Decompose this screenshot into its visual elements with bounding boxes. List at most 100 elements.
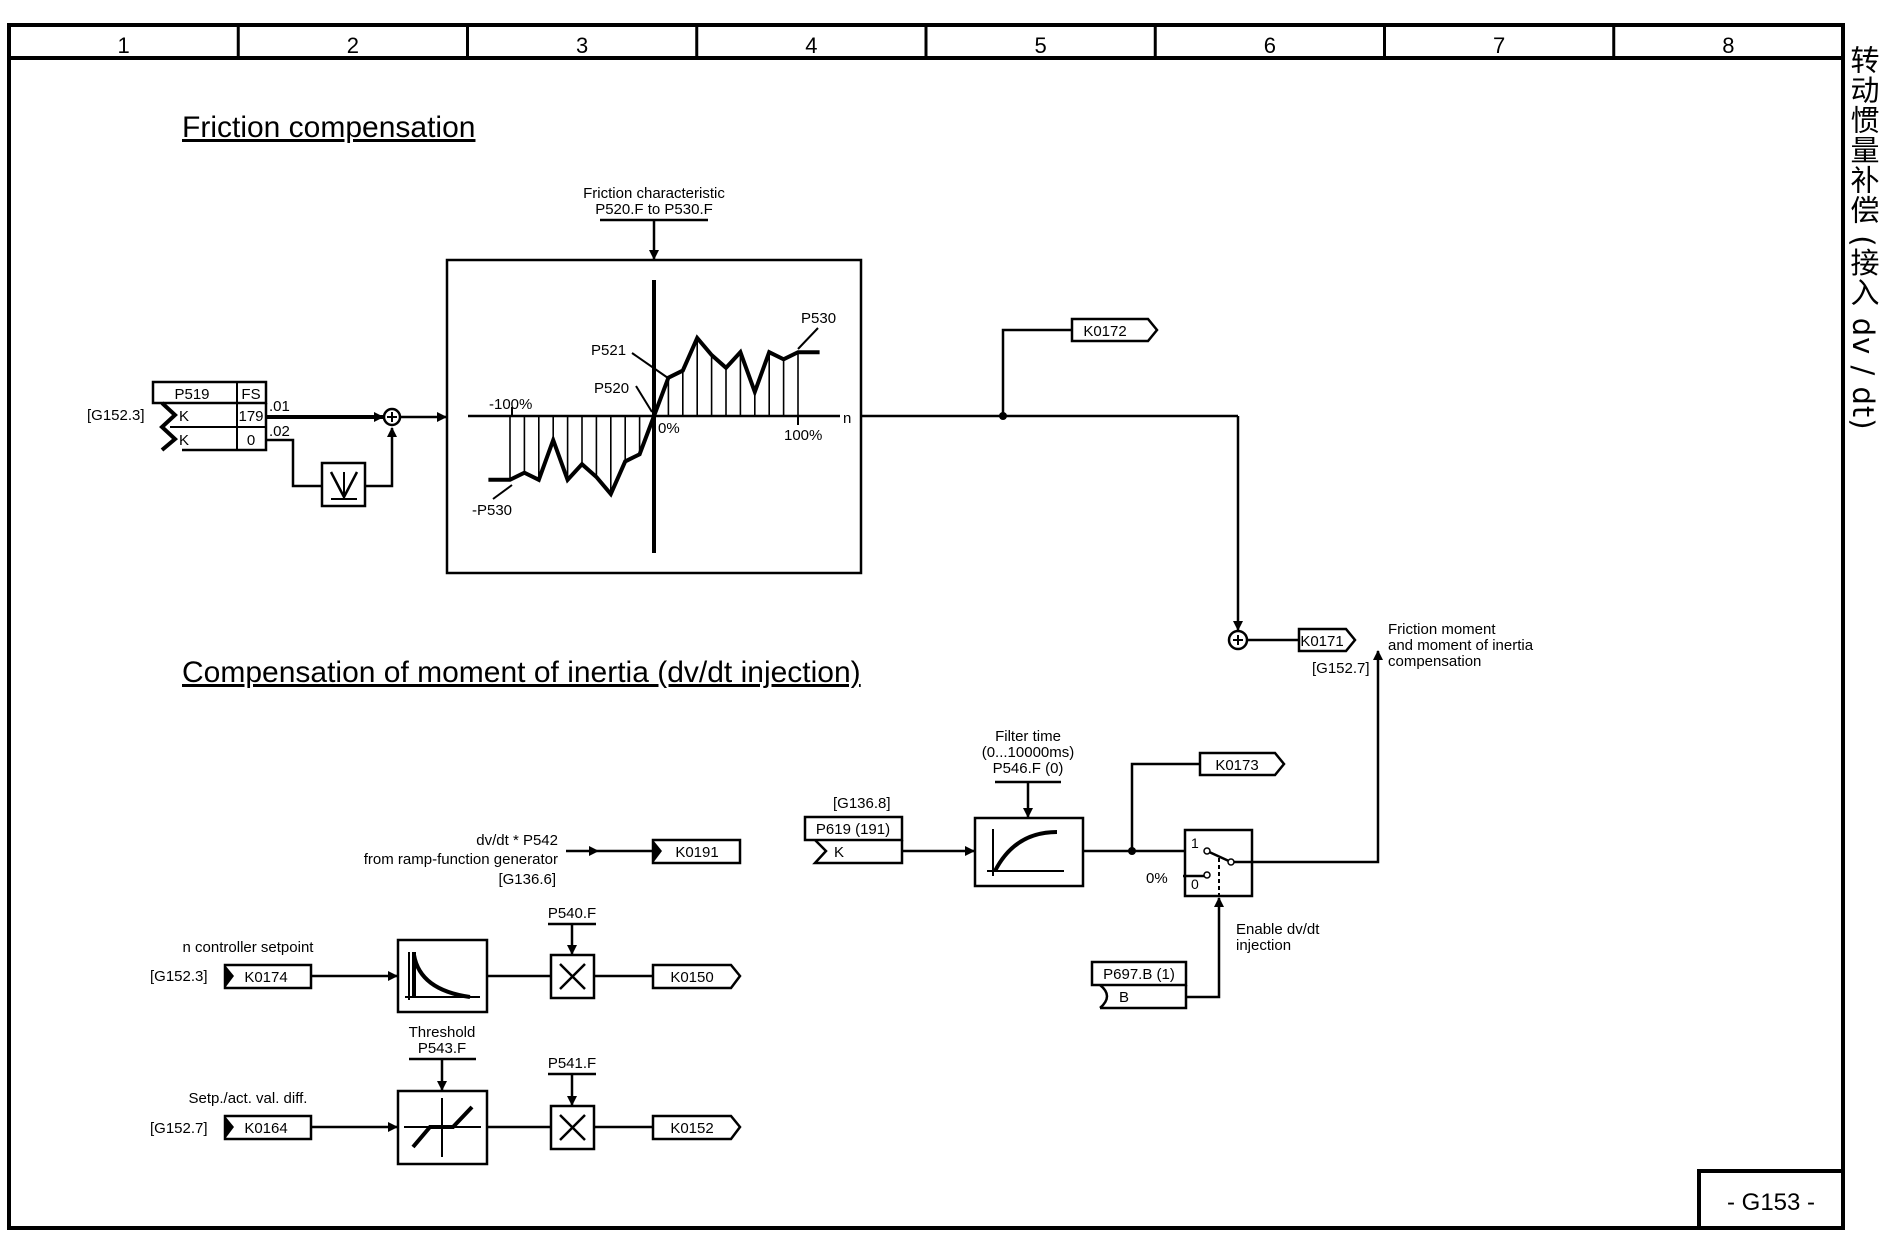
sheet-frame: 1 2 3 4 5 6 7 8 <box>7 23 1845 1230</box>
column-label-3: 3 <box>576 33 588 58</box>
page-id: - G153 - <box>1727 1189 1815 1216</box>
svg-text:P697.B (1): P697.B (1) <box>1103 966 1175 983</box>
column-label-4: 4 <box>805 33 817 58</box>
p519-index: FS <box>241 386 260 403</box>
column-label-5: 5 <box>1035 33 1047 58</box>
column-label-2: 2 <box>347 33 359 58</box>
svg-text:K0150: K0150 <box>670 969 713 986</box>
p519-row2-value: 0 <box>247 432 255 449</box>
p619-param-block[interactable]: P619 (191) K <box>803 815 904 865</box>
multiplier-2 <box>549 1104 596 1151</box>
leader-p520 <box>635 385 653 413</box>
svg-text:0: 0 <box>1191 876 1199 892</box>
zero-percent-label: 0% <box>1146 870 1168 887</box>
svg-text:K0172: K0172 <box>1083 323 1126 340</box>
column-label-6: 6 <box>1264 33 1276 58</box>
p519-row1-value: 179 <box>238 408 263 425</box>
pt1-filter-block <box>973 816 1085 888</box>
wire-to-k0173 <box>1130 762 1200 851</box>
filter-param: P546.F (0) <box>993 760 1064 777</box>
ramp-source: from ramp-function generator <box>364 851 558 868</box>
connector-k0152[interactable]: K0152 <box>651 1114 742 1141</box>
svg-text:K0191: K0191 <box>675 844 718 861</box>
sum-junction-friction <box>382 407 402 427</box>
tick-label-pos100: 100% <box>784 427 822 444</box>
column-label-1: 1 <box>118 33 130 58</box>
svg-text:B: B <box>1119 989 1129 1006</box>
characteristic-params: P520.F to P530.F <box>595 201 713 218</box>
column-label-7: 7 <box>1493 33 1505 58</box>
svg-text:K0173: K0173 <box>1215 757 1258 774</box>
setpoint-label: n controller setpoint <box>183 939 315 956</box>
page-id-box: - G153 - <box>1697 1169 1845 1230</box>
svg-text:P619 (191): P619 (191) <box>816 821 890 838</box>
enable-label: Enable dv/dt <box>1236 921 1320 938</box>
inertia-title: Compensation of moment of inertia (dv/dt… <box>182 656 861 689</box>
wire-sign-to-sum <box>365 427 397 488</box>
p519-row2-type: K <box>179 432 189 449</box>
diff-label: Setp./act. val. diff. <box>189 1090 308 1107</box>
sum-junction-output <box>1227 629 1249 651</box>
svg-text:K0164: K0164 <box>244 1120 287 1137</box>
connector-k0171[interactable]: K0171 <box>1297 627 1357 653</box>
svg-text:K: K <box>834 844 844 861</box>
ramp-label: dv/dt * P542 <box>476 832 558 849</box>
k0171-ref: [G152.7] <box>1312 660 1370 677</box>
label-p521: P521 <box>591 342 626 359</box>
connector-k0172[interactable]: K0172 <box>1070 317 1159 343</box>
friction-title: Friction compensation <box>182 111 475 144</box>
derivative-block <box>396 938 489 1014</box>
friction-input-ref: [G152.3] <box>87 407 145 424</box>
diff-ref: [G152.7] <box>150 1120 208 1137</box>
leader-neg-p530 <box>492 484 513 500</box>
wire-to-k0172 <box>1001 328 1072 416</box>
tick-label-neg100: -100% <box>489 396 532 413</box>
chart-series-line <box>488 334 820 498</box>
wire-switch-to-sum <box>1234 650 1383 864</box>
p519-name: P519 <box>174 386 209 403</box>
enable-label-2: injection <box>1236 937 1291 954</box>
p519-row1-index: .01 <box>269 398 290 415</box>
p541-label: P541.F <box>548 1055 596 1072</box>
threshold-param: P543.F <box>418 1040 466 1057</box>
p519-row2-index: .02 <box>269 423 290 440</box>
connector-k0191[interactable]: K0191 <box>651 838 742 865</box>
output-desc-2: and moment of inertia <box>1388 637 1534 654</box>
threshold-label: Threshold <box>409 1024 476 1041</box>
leader-p530 <box>797 327 819 350</box>
friction-chart: P521 P520 P530 -P530 -100% 0% 100% n <box>468 280 851 553</box>
setpoint-ref: [G152.3] <box>150 968 208 985</box>
label-neg-p530: -P530 <box>472 502 512 519</box>
p540-label: P540.F <box>548 905 596 922</box>
tick-label-zero: 0% <box>658 420 680 437</box>
svg-text:K0171: K0171 <box>1300 633 1343 650</box>
connector-k0173[interactable]: K0173 <box>1198 751 1286 777</box>
output-desc-3: compensation <box>1388 653 1481 670</box>
leader-p521 <box>631 352 669 379</box>
output-desc-1: Friction moment <box>1388 621 1496 638</box>
side-title: 转动惯量补偿 (接入 dv / dt) <box>1846 45 1880 431</box>
axis-label-n: n <box>843 410 851 427</box>
connector-k0150[interactable]: K0150 <box>651 963 742 990</box>
ramp-ref: [G136.6] <box>498 871 556 888</box>
connector-k0174[interactable]: K0174 <box>223 963 313 990</box>
filter-range: (0...10000ms) <box>982 744 1075 761</box>
svg-text:1: 1 <box>1191 835 1199 851</box>
label-p530: P530 <box>801 310 836 327</box>
label-p520: P520 <box>594 380 629 397</box>
wire-enable <box>1186 897 1224 999</box>
p519-row1-type: K <box>179 408 189 425</box>
column-label-8: 8 <box>1722 33 1734 58</box>
characteristic-label: Friction characteristic <box>583 185 725 202</box>
p697-param-block[interactable]: P697.B (1) B <box>1090 960 1188 1010</box>
connector-k0164[interactable]: K0164 <box>223 1114 313 1141</box>
deadband-block <box>396 1089 489 1166</box>
svg-text:K0152: K0152 <box>670 1120 713 1137</box>
svg-text:K0174: K0174 <box>244 969 287 986</box>
filter-label: Filter time <box>995 728 1061 745</box>
wire-p519-02 <box>266 438 322 488</box>
multiplier-1 <box>549 953 596 1000</box>
sign-function-block <box>320 461 367 508</box>
p619-ref: [G136.8] <box>833 795 891 812</box>
